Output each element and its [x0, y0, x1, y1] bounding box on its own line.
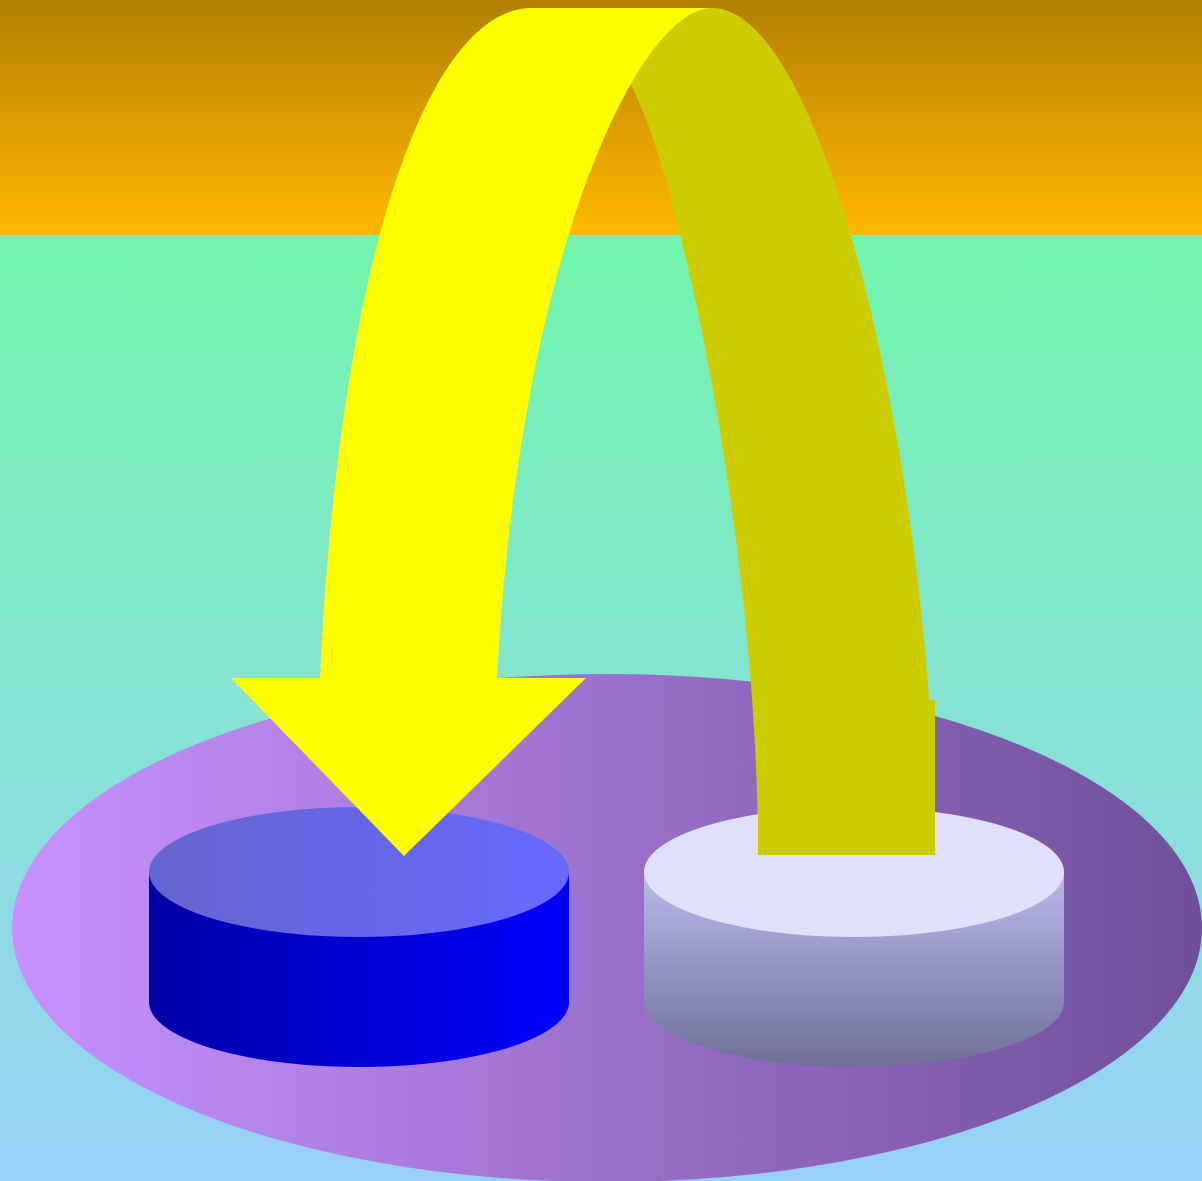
arrow-back-ribbon-end [758, 700, 935, 855]
source-cylinder-top [149, 807, 569, 937]
source-cylinder-icon [149, 807, 569, 1067]
